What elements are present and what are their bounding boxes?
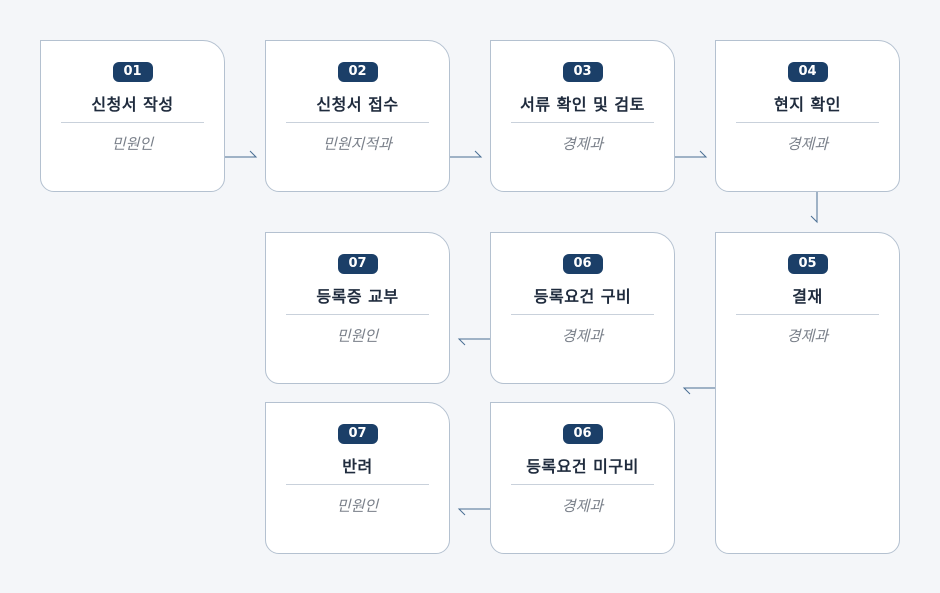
connector-01-02: [225, 150, 258, 158]
step-title: 등록증 교부: [316, 287, 399, 306]
step-department: 경제과: [561, 327, 604, 345]
step-department: 경제과: [561, 135, 604, 153]
divider: [511, 484, 654, 485]
connector-06a-07a: [457, 338, 490, 346]
step-number-badge: 03: [562, 62, 603, 82]
step-title: 결재: [792, 287, 823, 306]
divider: [511, 314, 654, 315]
step-number-badge: 07: [337, 424, 378, 444]
step-card-06-eligible: 06 등록요건 구비 경제과: [490, 232, 675, 384]
step-number-badge: 04: [787, 62, 828, 82]
step-card-07-reject: 07 반려 민원인: [265, 402, 450, 554]
divider: [286, 484, 429, 485]
divider: [286, 314, 429, 315]
step-title: 반려: [342, 457, 373, 476]
step-department: 민원인: [336, 327, 379, 345]
step-card-07-issue: 07 등록증 교부 민원인: [265, 232, 450, 384]
step-title: 현지 확인: [774, 95, 841, 114]
step-title: 등록요건 미구비: [526, 457, 639, 476]
connector-02-03: [450, 150, 483, 158]
step-number-badge: 06: [562, 254, 603, 274]
step-title: 신청서 작성: [91, 95, 174, 114]
step-department: 경제과: [786, 135, 829, 153]
step-card-06-ineligible: 06 등록요건 미구비 경제과: [490, 402, 675, 554]
step-title: 등록요건 구비: [533, 287, 632, 306]
divider: [511, 122, 654, 123]
step-card-01: 01 신청서 작성 민원인: [40, 40, 225, 192]
divider: [286, 122, 429, 123]
step-department: 경제과: [561, 497, 604, 515]
step-department: 민원지적과: [322, 135, 392, 153]
step-number-badge: 06: [562, 424, 603, 444]
step-card-04: 04 현지 확인 경제과: [715, 40, 900, 192]
step-department: 민원인: [336, 497, 379, 515]
step-number-badge: 07: [337, 254, 378, 274]
connector-05-06a: [682, 387, 715, 395]
step-title: 서류 확인 및 검토: [520, 95, 645, 114]
step-card-05: 05 결재 경제과: [715, 232, 900, 554]
connector-03-04: [675, 150, 708, 158]
divider: [61, 122, 204, 123]
divider: [736, 122, 879, 123]
connector-04-05: [810, 192, 818, 224]
step-number-badge: 05: [787, 254, 828, 274]
step-number-badge: 01: [112, 62, 153, 82]
step-department: 경제과: [786, 327, 829, 345]
step-department: 민원인: [111, 135, 154, 153]
step-card-03: 03 서류 확인 및 검토 경제과: [490, 40, 675, 192]
step-number-badge: 02: [337, 62, 378, 82]
step-card-02: 02 신청서 접수 민원지적과: [265, 40, 450, 192]
step-title: 신청서 접수: [316, 95, 399, 114]
connector-06b-07b: [457, 508, 490, 516]
divider: [736, 314, 879, 315]
